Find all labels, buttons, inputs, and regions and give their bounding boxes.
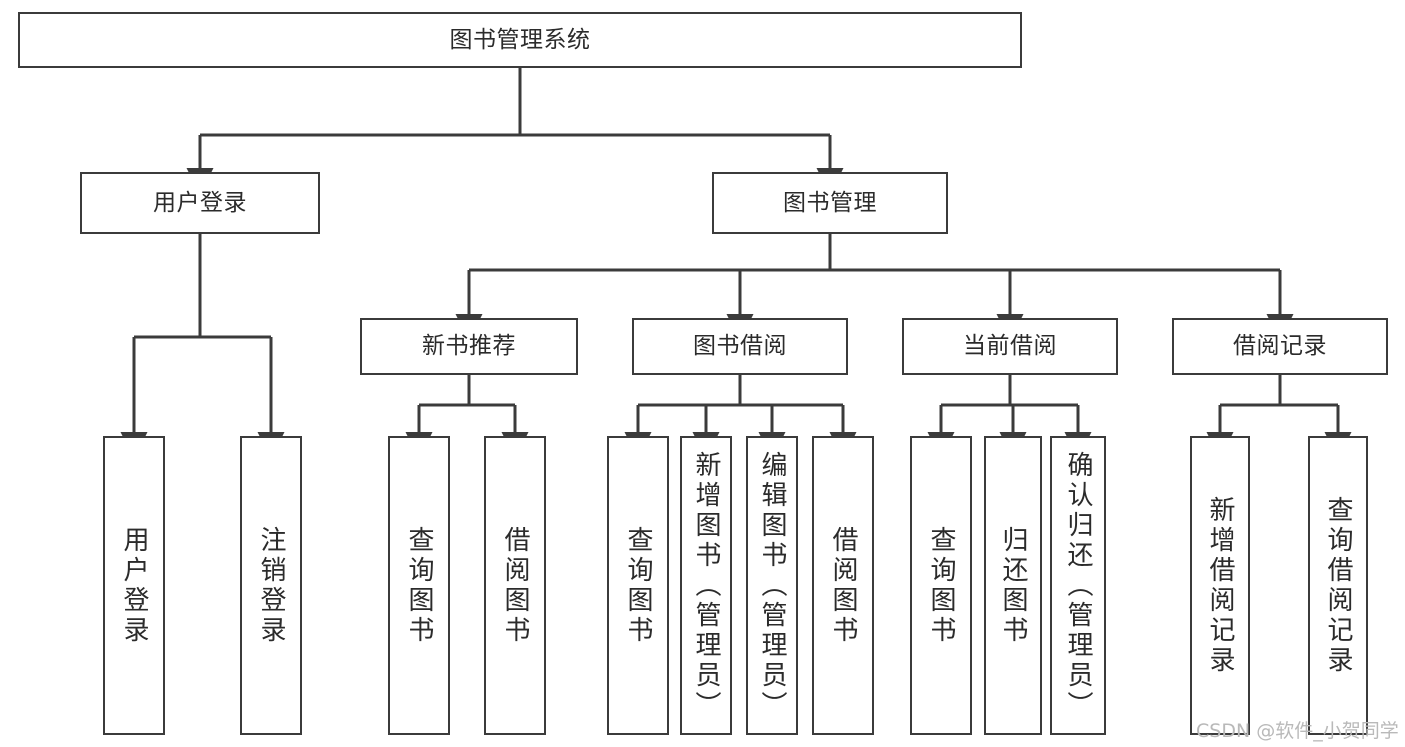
node-label-leaf-query-book-2: 查询图书 <box>623 525 653 646</box>
node-label-borrow-record: 借阅记录 <box>1233 333 1327 360</box>
node-leaf-add-record[interactable]: 新增借阅记录 <box>1190 436 1250 735</box>
node-label-leaf-query-book-3: 查询图书 <box>926 525 956 646</box>
node-label-user-login: 用户登录 <box>153 189 247 216</box>
node-leaf-borrow-book-2[interactable]: 借阅图书 <box>812 436 874 735</box>
node-label-leaf-add-book: 新增图书（管理员） <box>691 450 721 721</box>
node-label-leaf-query-book-1: 查询图书 <box>404 525 434 646</box>
csdn-watermark: CSDN @软件_小贺同学 <box>1196 720 1399 742</box>
node-current-borrow[interactable]: 当前借阅 <box>902 318 1118 375</box>
node-label-leaf-query-record: 查询借阅记录 <box>1323 495 1353 676</box>
node-label-leaf-borrow-book-2: 借阅图书 <box>828 525 858 646</box>
node-leaf-query-book-3[interactable]: 查询图书 <box>910 436 972 735</box>
node-book-manage[interactable]: 图书管理 <box>712 172 948 234</box>
node-label-new-book-rec: 新书推荐 <box>422 333 516 360</box>
node-new-book-rec[interactable]: 新书推荐 <box>360 318 578 375</box>
node-book-borrow[interactable]: 图书借阅 <box>632 318 848 375</box>
node-borrow-record[interactable]: 借阅记录 <box>1172 318 1388 375</box>
node-label-leaf-borrow-book-1: 借阅图书 <box>500 525 530 646</box>
node-label-book-borrow: 图书借阅 <box>693 333 787 360</box>
node-leaf-borrow-book-1[interactable]: 借阅图书 <box>484 436 546 735</box>
node-label-leaf-edit-book: 编辑图书（管理员） <box>757 450 787 721</box>
node-label-leaf-add-record: 新增借阅记录 <box>1205 495 1235 676</box>
node-label-root: 图书管理系统 <box>449 26 591 53</box>
node-leaf-confirm-return[interactable]: 确认归还（管理员） <box>1050 436 1106 735</box>
node-root[interactable]: 图书管理系统 <box>18 12 1022 68</box>
node-leaf-query-record[interactable]: 查询借阅记录 <box>1308 436 1368 735</box>
node-leaf-query-book-1[interactable]: 查询图书 <box>388 436 450 735</box>
node-label-current-borrow: 当前借阅 <box>963 333 1057 360</box>
node-user-login[interactable]: 用户登录 <box>80 172 320 234</box>
node-label-leaf-logout: 注销登录 <box>256 525 286 646</box>
node-label-leaf-user-login: 用户登录 <box>119 525 149 646</box>
node-leaf-query-book-2[interactable]: 查询图书 <box>607 436 669 735</box>
node-leaf-user-login[interactable]: 用户登录 <box>103 436 165 735</box>
node-label-leaf-confirm-return: 确认归还（管理员） <box>1063 450 1093 721</box>
node-leaf-add-book[interactable]: 新增图书（管理员） <box>680 436 732 735</box>
node-label-book-manage: 图书管理 <box>783 189 877 216</box>
node-leaf-logout[interactable]: 注销登录 <box>240 436 302 735</box>
node-label-leaf-return-book: 归还图书 <box>998 525 1028 646</box>
node-leaf-edit-book[interactable]: 编辑图书（管理员） <box>746 436 798 735</box>
node-leaf-return-book[interactable]: 归还图书 <box>984 436 1042 735</box>
